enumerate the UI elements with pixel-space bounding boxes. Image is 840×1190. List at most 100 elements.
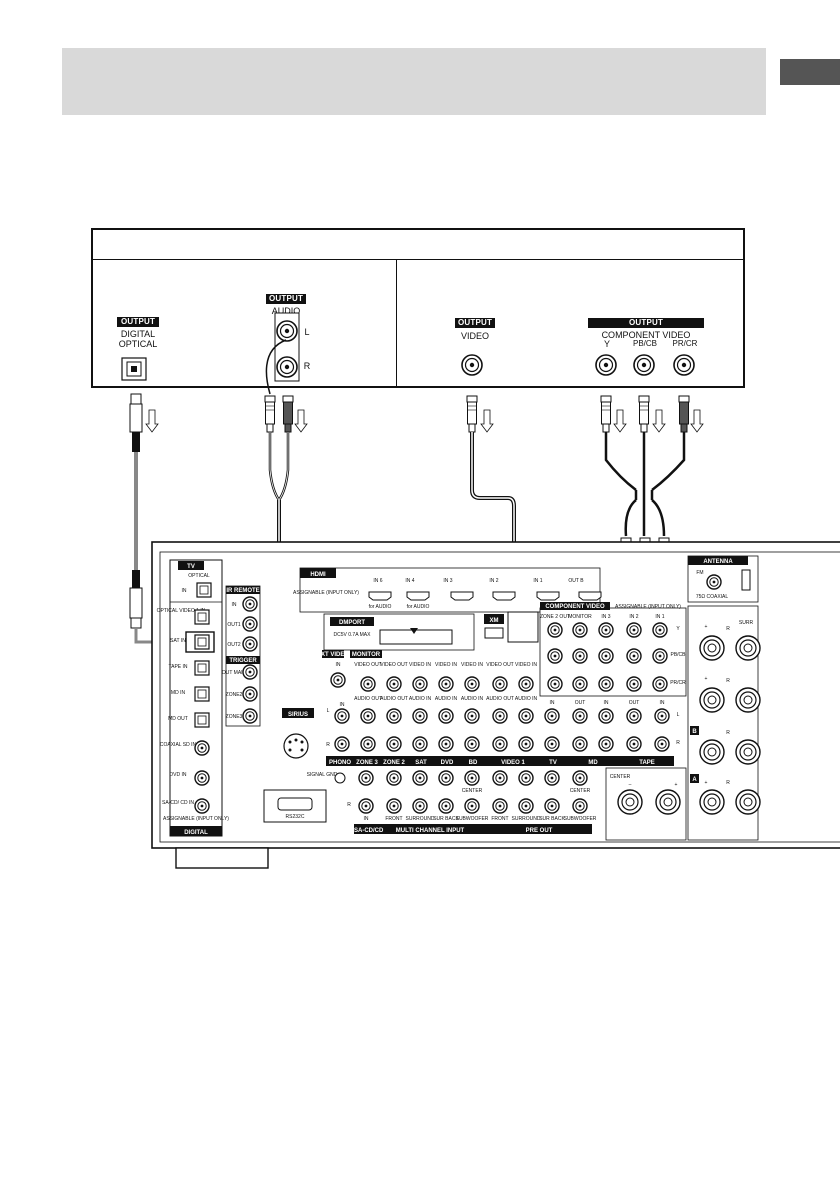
video1-label: VIDEO 1 [501, 760, 525, 766]
video1-video-out-label: VIDEO OUT [486, 662, 514, 668]
monitor-video-out-label: VIDEO OUT [354, 662, 382, 668]
ir-out1-label: OUT1 [227, 622, 241, 628]
section-header-band [62, 48, 766, 115]
sat-label: SAT [415, 760, 427, 766]
component-in1-label: IN 1 [655, 614, 664, 620]
ir-out1-jack [242, 616, 258, 632]
tape-r-label: R [676, 740, 680, 746]
hdmi-in6-label: IN 6 [373, 578, 382, 584]
tape-in-label: TAPE IN [168, 664, 187, 670]
signal-gnd-rs232c: SIGNAL GND RS232C [263, 772, 346, 823]
sat-video-in-label: VIDEO IN [409, 662, 431, 668]
trigger-zone2-label: ZONE2 [226, 692, 243, 698]
rx-pr-label: PR/CR [670, 680, 686, 686]
optical-video1-in-label: OPTICAL VIDEO 1 IN [157, 608, 206, 614]
signal-gnd-label: SIGNAL GND [307, 772, 338, 778]
ext-video-in-label: IN [336, 662, 341, 668]
tv-optical-label: OPTICAL [188, 573, 210, 579]
trigger-zone3-label: ZONE3 [226, 714, 243, 720]
chapter-tab [780, 59, 840, 85]
tape-audio-out-label: OUT [629, 700, 640, 706]
center-minus: – [629, 782, 632, 788]
component-pb-arrow [652, 409, 666, 433]
sat-optical-in-port [194, 634, 210, 650]
fm-label: FM [696, 570, 703, 576]
tv-optical-in-port [196, 582, 212, 598]
trigger-label: TRIGGER [229, 658, 257, 664]
zone-video-out-label: VIDEO OUT [380, 662, 408, 668]
ir-out2-label: OUT2 [227, 642, 241, 648]
md-audio-out-label: OUT [575, 700, 586, 706]
pre-out-label: PRE OUT [526, 828, 553, 834]
mci-front-label: FRONT [385, 816, 402, 822]
sacd-cd-in-label: SA-CD/ CD IN [162, 800, 194, 806]
component-in2-label: IN 2 [629, 614, 638, 620]
component-y-arrow [613, 409, 627, 433]
receiver-component-video-section: COMPONENT VIDEO ASSIGNABLE (INPUT ONLY) … [539, 602, 687, 697]
audio-l-text: L [304, 327, 310, 337]
zone2-out-label: ZONE 2 OUT [540, 614, 570, 620]
zone-audio-out-label: AUDIO OUT [354, 696, 382, 702]
dmport-section: DMPORT DC5V 0.7A MAX XM [323, 611, 539, 651]
bd-label: BD [469, 760, 478, 766]
hdmi-in4-label: IN 4 [405, 578, 414, 584]
multi-channel-section: R IN FRONT SURROUND SUR BACK CENTER SUBW… [347, 770, 597, 834]
spk-surr-r: R [726, 626, 730, 632]
pre-out-front-label: FRONT [491, 816, 508, 822]
ir-out2-jack [242, 636, 258, 652]
source-device-panel [91, 228, 745, 388]
component-pr-arrow [690, 409, 704, 433]
pre-out-center-label: CENTER [570, 788, 591, 794]
mci-sur-back-label: SUR BACK [433, 816, 459, 822]
dmport-label: DMPORT [339, 620, 365, 626]
hdmi-in2-label: IN 2 [489, 578, 498, 584]
optical-video1-in-port [194, 609, 210, 625]
video1-video-in-label: VIDEO IN [515, 662, 537, 668]
video1-audio-in-label: AUDIO IN [515, 696, 538, 702]
tv-label: TV [187, 564, 195, 570]
pre-out-surround-label: SURROUND [512, 816, 541, 822]
trigger-zone3-jack [242, 708, 258, 724]
sacd-r-label: R [347, 802, 351, 808]
mci-center-label: CENTER [462, 788, 483, 794]
ir-in-label: IN [232, 602, 237, 608]
md-audio-in-label: IN [604, 700, 609, 706]
component-y-jack [595, 354, 617, 376]
ir-remote-label: IR REMOTE [226, 588, 259, 594]
md-out-label: MD OUT [168, 716, 188, 722]
xm-label: XM [490, 618, 499, 624]
audio-direction-arrow [294, 409, 308, 433]
md-optical-out-port [194, 712, 210, 728]
ir-trigger-section: IR REMOTE IN OUT1 OUT2 TRIGGER OUT MAIN … [222, 585, 261, 727]
video1-audio-out-label: AUDIO OUT [486, 696, 514, 702]
digital-text: DIGITAL [120, 329, 156, 339]
analog-av-section: EXT VIDEO IN MONITOR VIDEO OUT VIDEO OUT… [317, 650, 680, 752]
device-panel-divider [396, 260, 397, 388]
dvd-audio-in-label: AUDIO IN [435, 696, 458, 702]
optical-output-label: OUTPUT [117, 317, 159, 327]
md-label: MD [588, 760, 598, 766]
component-video-label: COMPONENT VIDEO [545, 604, 605, 610]
mci-subwoofer-label: SUBWOOFER [456, 816, 489, 822]
sirius-label: SIRIUS [288, 712, 308, 718]
trigger-main-jack [242, 664, 258, 680]
sirius-section: SIRIUS [282, 708, 314, 759]
audio-jack-group [274, 312, 300, 382]
sat-audio-in-label: AUDIO IN [409, 696, 432, 702]
speaker-terminals: + R SURR + R B R A + R [687, 605, 761, 841]
component-pr-text: PR/CR [672, 339, 698, 348]
dvd-coaxial-in-jack [194, 770, 210, 786]
component-in3-label: IN 3 [601, 614, 610, 620]
ir-in-jack [242, 596, 258, 612]
component-jack-group [595, 354, 695, 376]
trigger-out-main-label: OUT MAIN [222, 670, 247, 676]
audio-r-text: R [303, 361, 311, 371]
hdmi-in6-for-audio: for AUDIO [369, 604, 392, 610]
component-output-label: OUTPUT [588, 318, 704, 328]
tape-l-label: L [677, 712, 680, 718]
monitor-out-label: MONITOR [568, 614, 592, 620]
hdmi-outb-label: OUT B [568, 578, 584, 584]
sacd-in-label: IN [364, 816, 369, 822]
hdmi-in4-for-audio: for AUDIO [407, 604, 430, 610]
